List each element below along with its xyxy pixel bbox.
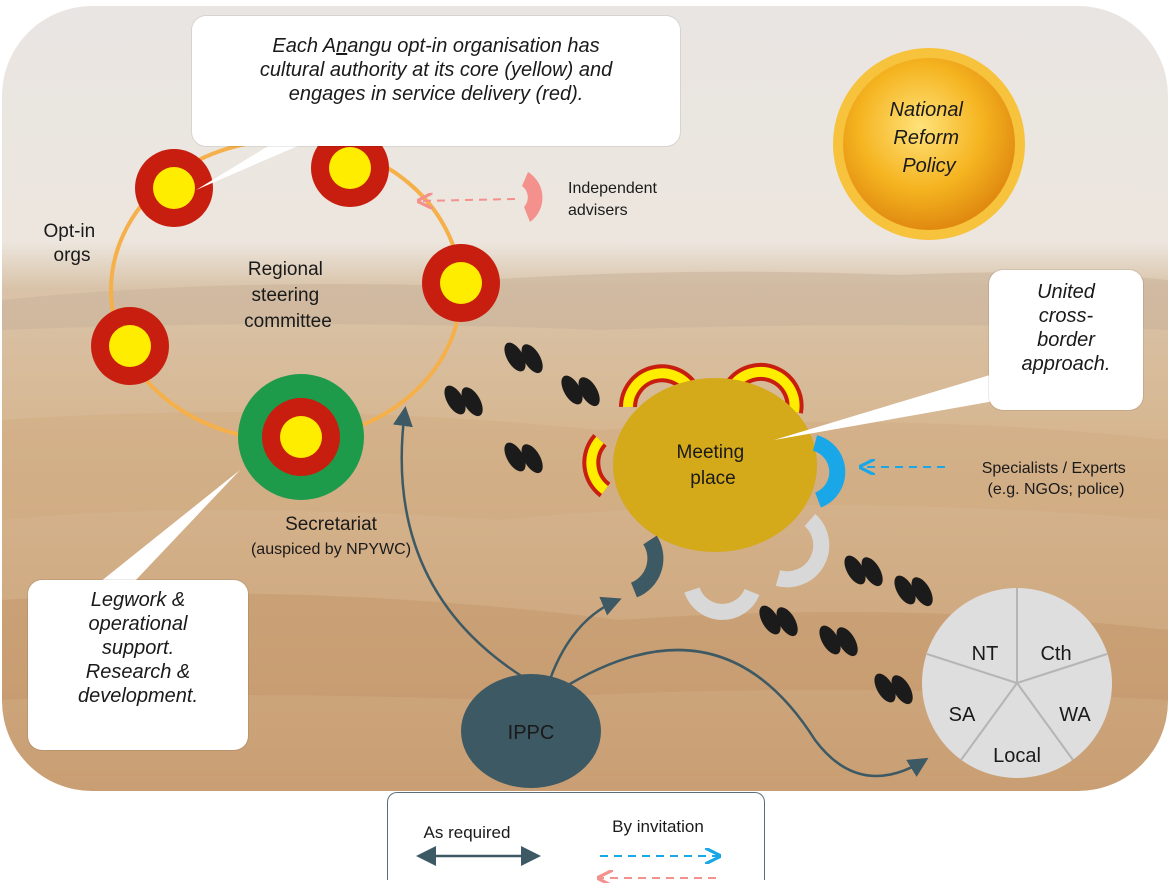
meeting-place-label: Meeting place (677, 442, 750, 489)
legwork-callout-pointer (100, 470, 240, 582)
opt-in-orgs-label: Opt-in orgs (43, 221, 100, 266)
ippc-label: IPPC (508, 722, 555, 744)
meeting-seat-3 (582, 433, 611, 498)
advisers-arrow (420, 199, 516, 201)
desert-texture-2 (2, 593, 1168, 700)
opt-in-org-1 (135, 149, 213, 227)
opt-in-org-3 (422, 244, 500, 322)
united-approach-callout: United cross- border approach. (989, 270, 1143, 410)
national-reform-policy-sun (833, 48, 1025, 240)
specialists-seat (812, 435, 846, 508)
secretariat-label: Secretariat (285, 514, 378, 535)
legend-as-required-label: As required (424, 823, 511, 842)
meeting-seat-1 (619, 364, 698, 408)
united-callout-pointer (774, 372, 1000, 440)
cultural-authority-callout: Each Anangu opt-in organisation has cult… (192, 16, 680, 146)
opt-in-org-2 (311, 129, 389, 207)
pie-label-sa: SA (949, 704, 976, 726)
horizon-hills (2, 271, 1168, 330)
pie-label-wa: WA (1059, 704, 1091, 726)
grey-seat-1 (684, 587, 760, 620)
top-callout-pointer (196, 145, 300, 190)
secretariat-circle (238, 374, 364, 500)
opt-in-org-4 (91, 307, 169, 385)
specialists-label: Specialists / Experts (e.g. NGOs; police… (982, 460, 1131, 498)
government-pie (922, 588, 1112, 778)
ippc-to-governments-arrow (559, 648, 929, 778)
pie-label-cth: Cth (1040, 643, 1071, 665)
footprints (444, 342, 933, 705)
secretariat-sub-label: (auspiced by NPYWC) (251, 541, 411, 558)
regional-steering-label: Regional steering committee (244, 259, 332, 332)
legend-by-invitation-label: By invitation (612, 817, 704, 836)
pie-label-local: Local (993, 745, 1041, 767)
independent-advisers-arc (522, 172, 543, 222)
ippc-to-steering-arrow (393, 406, 546, 692)
legend-box (387, 792, 765, 880)
independent-advisers-label: Independent advisers (568, 180, 661, 219)
meeting-seat-2 (725, 362, 804, 414)
legwork-callout: Legwork & operational support. Research … (28, 580, 248, 750)
sun-label: National Reform Policy (890, 99, 969, 177)
ippc-to-meeting-arrow (546, 596, 622, 686)
ippc-node (461, 674, 601, 788)
meeting-place (613, 378, 817, 552)
ippc-seat (630, 535, 664, 598)
grey-seat-2 (775, 514, 830, 588)
pie-label-nt: NT (972, 643, 999, 665)
